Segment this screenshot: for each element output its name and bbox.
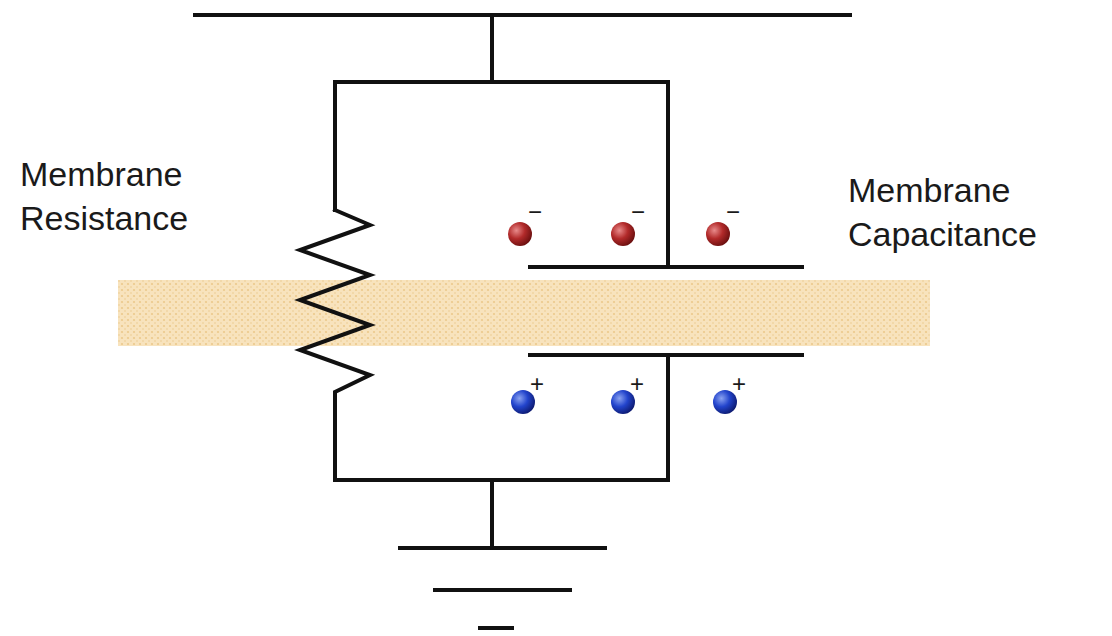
ion-charge: +: [630, 372, 650, 396]
ions: [508, 222, 737, 414]
ground-symbol: [400, 546, 605, 550]
component-label: Membrane Resistance: [20, 152, 250, 240]
negative-ion: [706, 222, 730, 246]
ion-charge: −: [528, 200, 548, 224]
component-label: Membrane Capacitance: [848, 168, 1098, 256]
top-wire: [195, 13, 850, 17]
ion-charge: −: [726, 200, 746, 224]
ground-lead: [490, 480, 494, 548]
negative-ion: [508, 222, 532, 246]
ion-charge: −: [631, 200, 651, 224]
ground-symbol: [435, 588, 570, 592]
upper-wire: [335, 82, 668, 267]
resistor-symbol: [300, 210, 668, 480]
capacitor-plate: [530, 265, 802, 269]
ground-symbol: [480, 626, 512, 630]
membrane-band: [118, 280, 930, 346]
capacitor-plate: [530, 353, 802, 357]
top-lead: [490, 15, 494, 82]
negative-ion: [611, 222, 635, 246]
ion-charge: +: [530, 372, 550, 396]
ion-charge: +: [732, 372, 752, 396]
